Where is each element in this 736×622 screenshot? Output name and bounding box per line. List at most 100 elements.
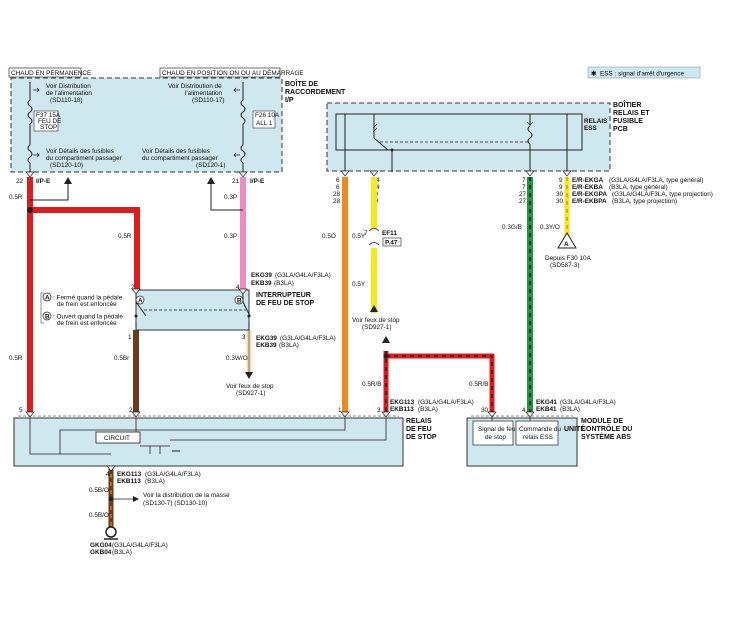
- abs-command-label-1: Commande du: [519, 426, 561, 433]
- wire-label-yo: 0.3Y/O: [540, 224, 560, 231]
- switch-conn-ekb39-bot-desc: (B3LA): [279, 342, 299, 349]
- note-mark-a: A: [45, 295, 50, 302]
- wire-label-wo: 0.3W/O: [226, 355, 248, 362]
- relay-pin-2: 2: [129, 407, 133, 414]
- relay-pin-3: 3: [377, 407, 381, 414]
- relay-circuit-label: CIRCUIT: [104, 435, 130, 442]
- relay-box-title-2: RELAIS ET: [613, 110, 650, 117]
- tag-ignition: CHAUD EN POSITION ON OU AU DÉMARRAGE: [162, 68, 304, 77]
- fuse-f26-amp: F26 10A: [255, 112, 280, 119]
- switch-pin-4: 4: [236, 284, 240, 291]
- ef11-pin: 7: [364, 230, 368, 237]
- ref-stop-lamp-2b: (SD927-1): [362, 324, 391, 331]
- ef11-page: P.47: [385, 240, 398, 247]
- ground-code-gkg04: GKG04: [90, 542, 112, 549]
- ref-stop-lamp-1: Voir feux de stop: [226, 383, 274, 390]
- fuse-f37-name-1: FEU DE: [38, 118, 61, 125]
- relay-pin-5: 5: [19, 407, 23, 414]
- ground-desc-gkb04: (B3LA): [112, 549, 132, 556]
- wire-label-r3: 0.5R: [9, 355, 23, 362]
- ref-fuse-left-1: Voir Détails des fusibles: [46, 148, 114, 155]
- pin-21: 21: [232, 178, 240, 185]
- wire-label-br: 0.5Br: [114, 355, 130, 362]
- relay-pin-9a: 9: [559, 177, 563, 184]
- switch-pin-3: 3: [242, 334, 246, 341]
- relay-pin-1: 1: [338, 407, 342, 414]
- wire-label-p1: 0.3P: [224, 194, 237, 201]
- wire-label-bo1: 0.5B/O: [89, 487, 109, 494]
- wire-label-o1: 0.5O: [322, 233, 336, 240]
- ref-power-right-3: (SD110-17): [192, 97, 225, 104]
- abs-conn-ekb41: EKB41: [536, 406, 557, 413]
- splice-a-letter: A: [564, 241, 569, 248]
- conn-er-ekba-desc: (B3LA, type général): [609, 184, 668, 191]
- ref-fuse-right-2: du compartiment passager: [142, 155, 219, 162]
- junction-box-title-3: I/P: [285, 97, 294, 104]
- abs-title-3: CONTRÔLE DU: [581, 424, 632, 433]
- abs-signal-label-2: de stop: [485, 434, 506, 441]
- stop-lamp-switch: A B 2 4 1 3 EKG39 (G3LA/G4LA/F3LA) EKB39…: [40, 272, 336, 349]
- abs-command-label-2: relais ESS: [523, 434, 553, 441]
- junction-box-title-1: BOÎTE DE: [285, 79, 318, 88]
- splice-a-ref-2: (SD587-3): [550, 262, 579, 269]
- relay-box-title-4: PCB: [613, 126, 628, 133]
- stop-lamp-refs: Voir feux de stop (SD927-1) Voir feux de…: [226, 305, 400, 397]
- abs-conn-ekg41: EKG41: [536, 399, 557, 406]
- relay-title-2: DE FEU: [406, 426, 432, 433]
- relay-bot-conn-ekb113: EKB113: [117, 478, 141, 485]
- note-b-2: de frein est enfoncée: [57, 320, 117, 327]
- conn-er-ekba: E/R-EKBA: [572, 184, 603, 191]
- relay-conn-ekb113-desc: (B3LA): [418, 406, 438, 413]
- wire-labels: 0.5R 0.5R 0.5R 0.3P 0.3P 0.5O 0.5Y 0.5Y …: [9, 194, 560, 519]
- switch-pin-2: 2: [131, 284, 135, 291]
- ref-fuse-left-2: du compartiment passager: [46, 155, 123, 162]
- relay-bot-conn-ekg113-desc: (G3LA/G4LA/F3LA): [145, 471, 201, 478]
- abs-conn-ekb41-desc: (B3LA): [560, 406, 580, 413]
- relay-pin-4b: 4: [376, 184, 380, 191]
- tag-permanent: CHAUD EN PERMANENCE: [11, 70, 91, 77]
- switch-conn-ekg39-bot: EKG39: [256, 335, 277, 342]
- wire-red-to-switch: [30, 207, 140, 289]
- wire-label-y1: 0.5Y: [352, 233, 366, 240]
- switch-conn-ekg39-bot-desc: (G3LA/G4LA/F3LA): [280, 335, 336, 342]
- pin-22: 22: [16, 178, 24, 185]
- switch-pin-1: 1: [128, 334, 132, 341]
- connector-ip-e-right: I/P-E: [250, 178, 265, 185]
- abs-module: Signal de feu de stop Commande du relais…: [466, 399, 632, 467]
- connector-ip-e-left: I/P-E: [36, 178, 51, 185]
- relay-pin-30a: 30: [556, 191, 564, 198]
- abs-pin-30: 30: [481, 407, 489, 414]
- wires: [27, 177, 570, 527]
- note-mark-b: B: [45, 314, 50, 321]
- wire-label-y2: 0.5Y: [352, 281, 366, 288]
- branch-arrows: [27, 177, 243, 213]
- ground-desc-gkg04: (G3LA/G4LA/F3LA): [112, 542, 168, 549]
- relay-pin-9b: 9: [559, 184, 563, 191]
- relay-pin-28a: 28: [333, 191, 341, 198]
- ref-ground-2: (SD130-7) (SD130-10): [143, 500, 207, 507]
- relay-pin-28b: 28: [333, 198, 341, 205]
- relay-pin-30b: 30: [556, 198, 564, 205]
- relay-bot-conn-ekb113-desc: (B3LA): [145, 478, 165, 485]
- switch-conn-ekb39: EKB39: [251, 280, 272, 287]
- abs-conn-ekg41-desc: (G3LA/G4LA/F3LA): [560, 399, 616, 406]
- wire-label-rb1: 0.5R/B: [362, 381, 382, 388]
- ess-relay-label-1: RELAIS: [584, 118, 608, 125]
- switch-title-1: INTERRUPTEUR: [256, 292, 311, 299]
- ef11-name: EF11: [382, 230, 397, 237]
- fuse-f37-amp: F37 15A: [36, 112, 61, 119]
- conn-er-ekga: E/R-EKGA: [572, 177, 604, 184]
- relay-box: BOÎTIER RELAIS ET FUSIBLE PCB RELAIS ESS…: [326, 100, 713, 205]
- relay-conn-ekg113: EKG113: [390, 399, 415, 406]
- conn-er-ekga-desc: (G3LA/G4LA/F3LA, type général): [609, 177, 704, 184]
- legend-symbol: ✱: [591, 71, 596, 78]
- note-b-1: : Ouvert quand la pédale: [53, 314, 123, 321]
- wire-label-r2: 0.5R: [118, 233, 132, 240]
- relay-pin-7b: 7: [522, 184, 526, 191]
- legend: ✱ ESS : signal d'arrêt d'urgence: [587, 66, 701, 79]
- relay-pin-27b: 27: [519, 198, 527, 205]
- switch-conn-ekg39: EKG39: [251, 272, 272, 279]
- wire-label-p2: 0.3P: [224, 233, 237, 240]
- junction-box-title-2: RACCORDEMENT: [285, 89, 346, 96]
- note-a-2: de frein est enfoncée: [57, 301, 117, 308]
